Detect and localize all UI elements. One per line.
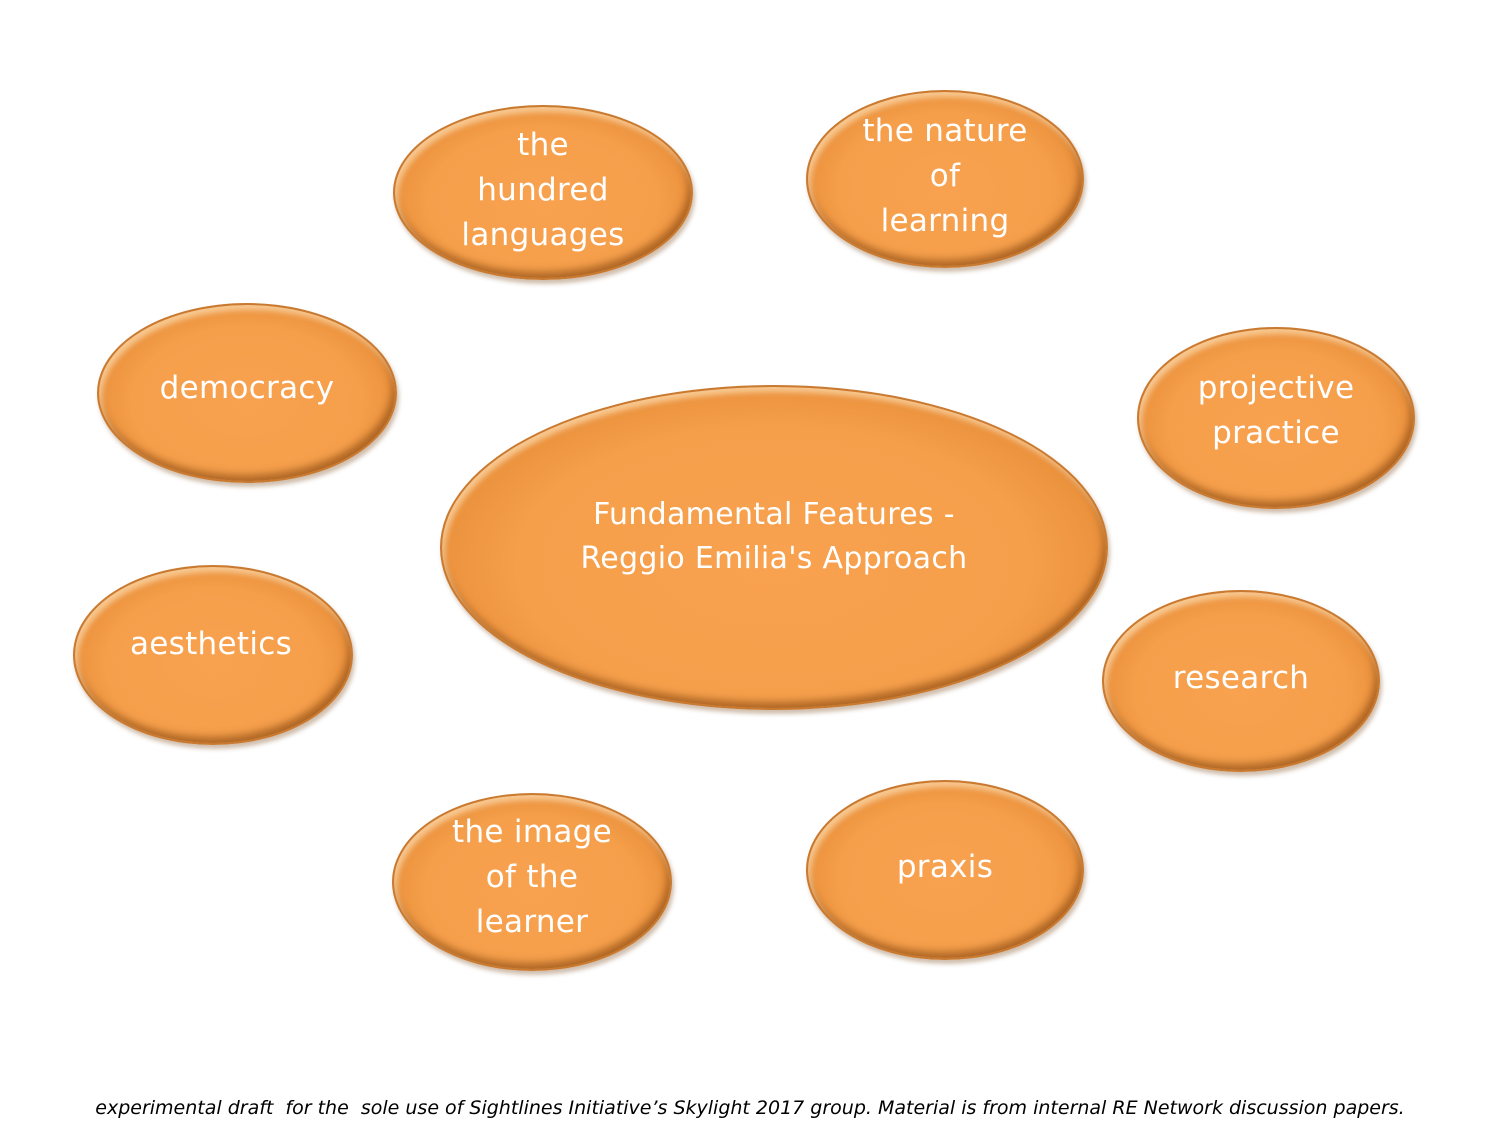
node-label: the image of the learner	[452, 813, 612, 940]
node-democracy: democracy	[97, 303, 397, 483]
node-projective-practice: projective practice	[1137, 327, 1415, 509]
node-label: the hundred languages	[461, 127, 625, 253]
node-image-of-learner: the image of the learner	[392, 793, 672, 971]
node-label: research	[1172, 659, 1310, 696]
node-label: praxis	[896, 848, 994, 885]
central-node-label: Fundamental Features - Reggio Emilia's A…	[580, 496, 968, 576]
node-label: the nature of learning	[862, 112, 1028, 239]
footer-note: experimental draft for the sole use of S…	[95, 1097, 1405, 1119]
node-label: democracy	[159, 369, 335, 406]
node-hundred-languages: the hundred languages	[393, 105, 693, 280]
node-label: aesthetics	[129, 625, 293, 662]
node-label: projective practice	[1197, 370, 1355, 451]
node-praxis: praxis	[806, 780, 1084, 960]
node-nature-of-learning: the nature of learning	[806, 90, 1084, 268]
node-research: research	[1102, 590, 1380, 772]
node-aesthetics: aesthetics	[73, 565, 353, 745]
central-node: Fundamental Features - Reggio Emilia's A…	[440, 385, 1108, 710]
